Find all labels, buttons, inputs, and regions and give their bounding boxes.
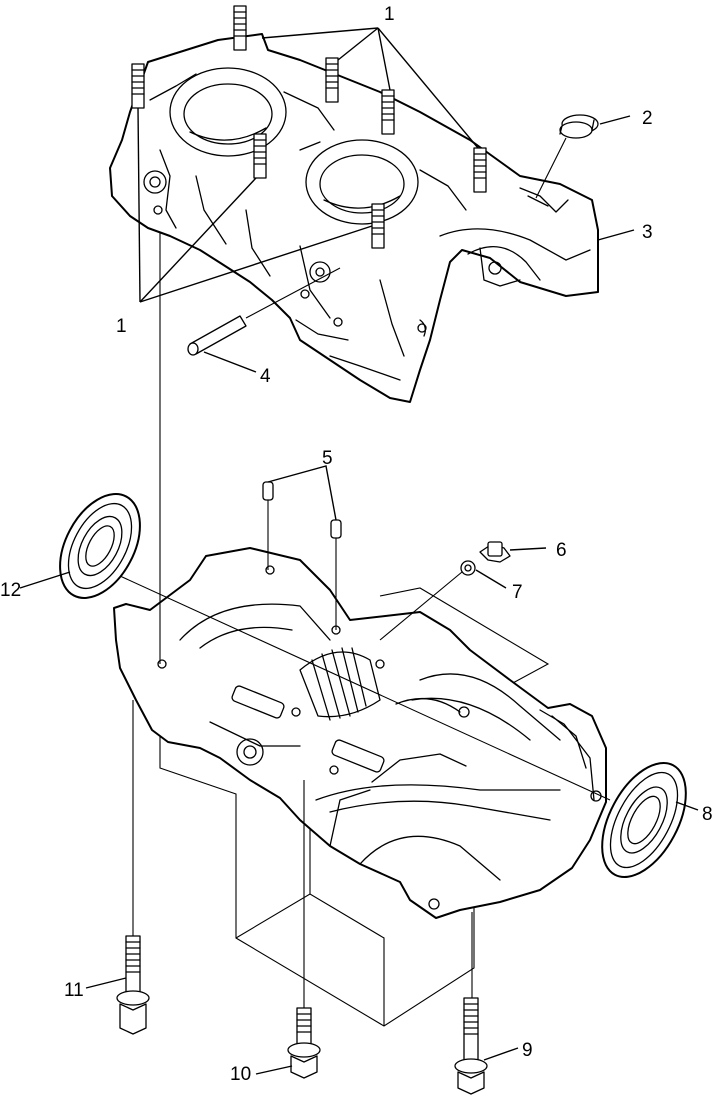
crankcase-bolt-9: [454, 997, 488, 1095]
upper-crankcase: [109, 33, 599, 403]
callout-6: 6: [556, 540, 567, 561]
crankshaft-seal-left: [59, 493, 141, 599]
callout-10: 10: [230, 1064, 251, 1085]
sealing-washer: [460, 560, 476, 576]
plug-part: [559, 114, 599, 139]
callout-11: 11: [64, 980, 84, 1001]
callout-5: 5: [322, 448, 333, 469]
callout-2: 2: [642, 108, 653, 129]
callout-4: 4: [260, 366, 271, 387]
leader-lines: [19, 27, 699, 1075]
callout-7: 7: [512, 582, 523, 603]
alignment-dowels: [262, 481, 342, 539]
callout-1-top: 1: [384, 4, 395, 25]
callout-labels: 1 1 2 3 4 5 6 7 8 9 10 11 12: [0, 4, 713, 1085]
cylinder-studs: [131, 5, 487, 249]
crankcase-bolt-11: [116, 935, 150, 1035]
dowel-pin: [187, 315, 247, 356]
crankshaft-seal-right: [601, 761, 687, 879]
lower-crankcase: [113, 547, 607, 1027]
crankcase-bolt-10: [287, 1007, 321, 1079]
callout-12: 12: [0, 580, 21, 601]
callout-9: 9: [522, 1040, 533, 1061]
drain-bolt: [479, 541, 511, 563]
assembly-lines: [119, 137, 611, 1008]
callout-8: 8: [702, 804, 713, 825]
callout-1-left: 1: [116, 316, 127, 337]
callout-3: 3: [642, 222, 653, 243]
